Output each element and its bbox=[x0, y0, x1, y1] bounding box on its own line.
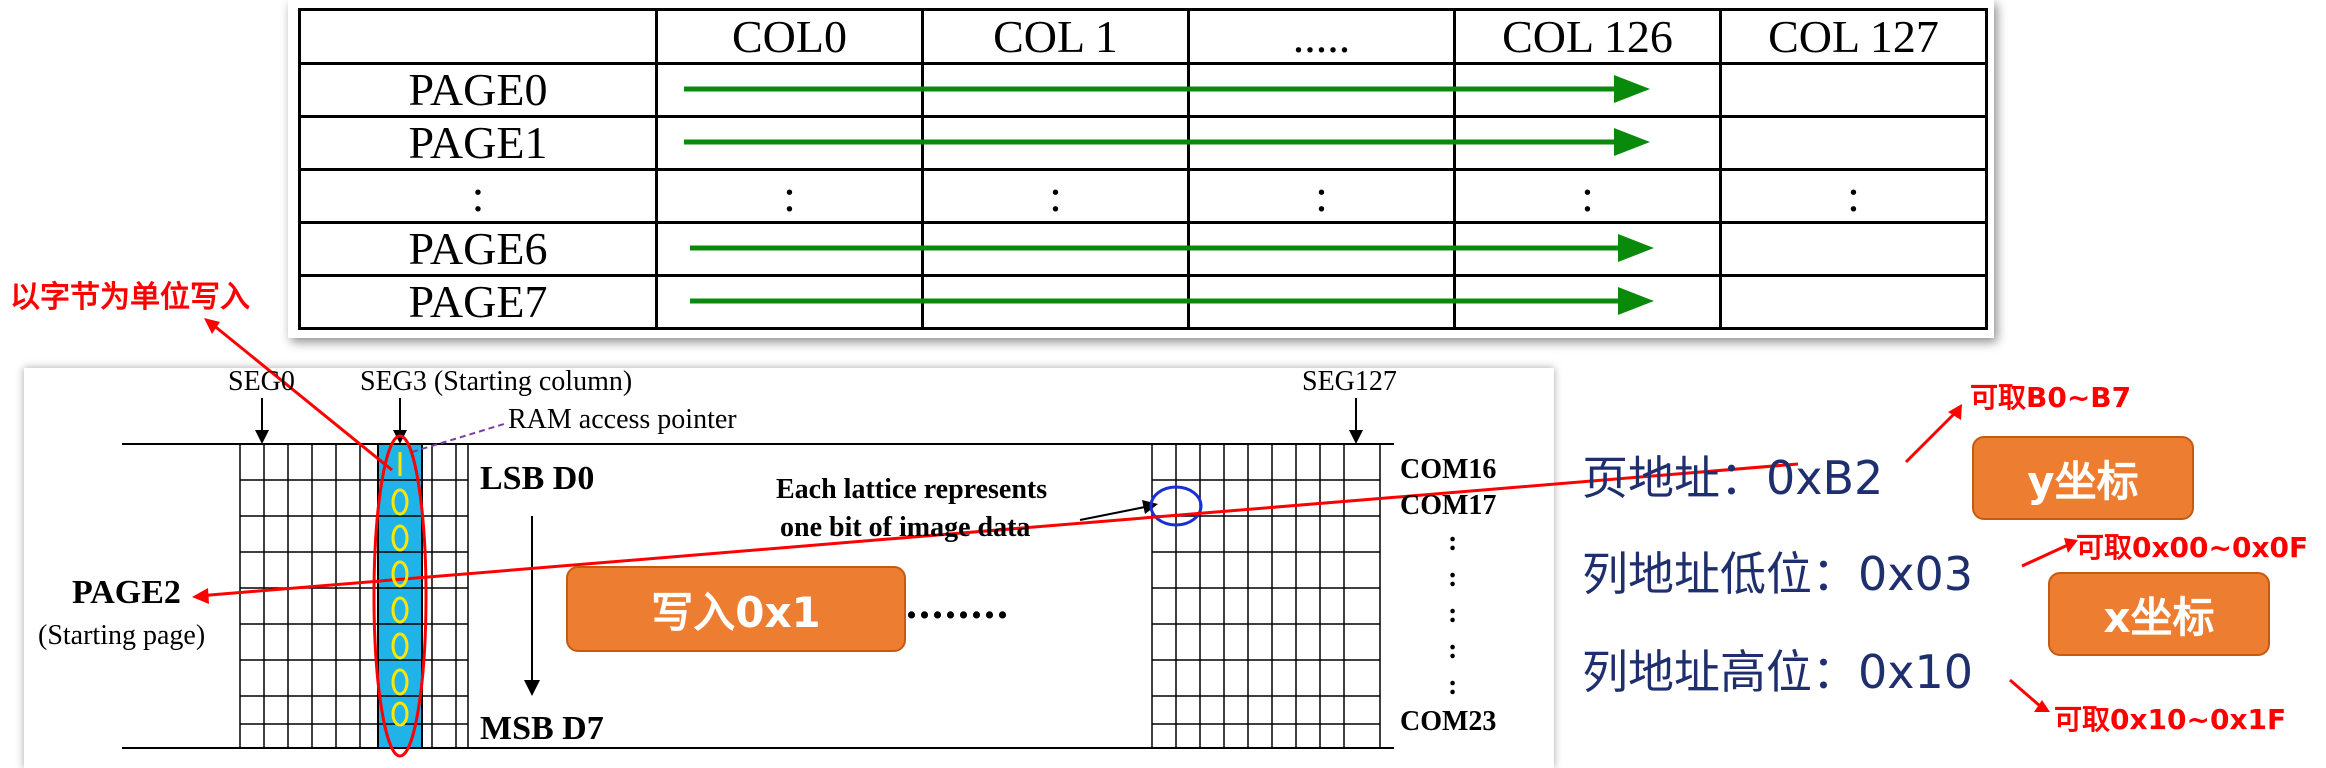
seg127-label: SEG127 bbox=[1302, 366, 1397, 397]
row-label-page6: PAGE6 bbox=[298, 221, 658, 277]
page-address-text: 页地址：0xB2 bbox=[1582, 451, 1884, 505]
page-column-table-panel: COL0 COL 1 ..... COL 126 COL 127 PAGE0 P… bbox=[288, 0, 1994, 338]
dots-cell: : bbox=[921, 168, 1190, 224]
msb-label: MSB D7 bbox=[480, 710, 604, 747]
y-coordinate-box: y坐标 bbox=[1972, 436, 2194, 520]
header-col127: COL 127 bbox=[1719, 8, 1988, 65]
row-scan-arrows bbox=[684, 75, 1654, 315]
header-ellipsis: ..... bbox=[1187, 8, 1456, 65]
write-value-box: 写入0x1 bbox=[566, 566, 906, 652]
row-label-page0: PAGE0 bbox=[298, 62, 658, 118]
column-low-address-text: 列地址低位：0x03 bbox=[1582, 547, 1974, 601]
row-page1-cell bbox=[1719, 115, 1988, 171]
byte-write-note: 以字节为单位写入 bbox=[10, 280, 250, 315]
page1-arrowhead bbox=[1614, 128, 1650, 156]
com-label: COM23 bbox=[1400, 706, 1497, 737]
page-range-note: 可取B0~B7 bbox=[1970, 381, 2132, 414]
lattice-caption-line2: one bit of image data bbox=[780, 512, 1031, 543]
page-address-pointer-line bbox=[197, 462, 1799, 598]
left-grid bbox=[239, 444, 469, 748]
columns-ellipsis: ........ bbox=[906, 579, 1010, 628]
right-grid bbox=[1151, 444, 1381, 748]
com-label: : bbox=[1448, 634, 1458, 665]
com-label: : bbox=[1448, 562, 1458, 593]
row-page7-cell bbox=[1719, 274, 1988, 330]
lattice-pointer-arrow bbox=[1079, 505, 1151, 521]
dots-cell: : bbox=[1453, 168, 1722, 224]
dots-cell: : bbox=[1719, 168, 1988, 224]
seg3-label: SEG3 (Starting column) bbox=[360, 366, 633, 397]
column-low-range-note: 可取0x00~0x0F bbox=[2076, 531, 2309, 564]
row-page0-cell bbox=[1719, 62, 1988, 118]
lattice-caption-line1: Each lattice represents bbox=[776, 474, 1048, 505]
lattice-bit-ellipse bbox=[1149, 485, 1203, 527]
range-high-arrow bbox=[2009, 678, 2041, 708]
row-page6-cell bbox=[1719, 221, 1988, 277]
row-label-dots: : bbox=[298, 168, 658, 224]
dots-cell: : bbox=[1187, 168, 1456, 224]
lsb-label: LSB D0 bbox=[480, 460, 595, 497]
column-high-range-note: 可取0x10~0x1F bbox=[2054, 703, 2287, 736]
page2-label: PAGE2 bbox=[72, 574, 181, 611]
range-b-arrow bbox=[1904, 410, 1958, 464]
column-high-address-text: 列地址高位：0x10 bbox=[1582, 645, 1974, 699]
row-label-page7: PAGE7 bbox=[298, 274, 658, 330]
byte-column-ellipse bbox=[372, 434, 428, 758]
dots-cell: : bbox=[655, 168, 924, 224]
row-label-page1: PAGE1 bbox=[298, 115, 658, 171]
header-col1: COL 1 bbox=[921, 8, 1190, 65]
ram-pointer-dashed-line bbox=[411, 423, 505, 453]
ram-pointer-label: RAM access pointer bbox=[508, 404, 737, 435]
header-col126: COL 126 bbox=[1453, 8, 1722, 65]
com-label: COM16 bbox=[1400, 454, 1497, 485]
range-low-arrow bbox=[2021, 542, 2071, 568]
page-column-table: COL0 COL 1 ..... COL 126 COL 127 PAGE0 P… bbox=[298, 8, 1988, 330]
starting-page-label: (Starting page) bbox=[38, 620, 206, 651]
page0-arrowhead bbox=[1614, 75, 1650, 103]
page6-arrowhead bbox=[1618, 234, 1654, 262]
header-col0: COL0 bbox=[655, 8, 924, 65]
com-label: : bbox=[1448, 670, 1458, 701]
table-corner-cell bbox=[298, 8, 658, 65]
page7-arrowhead bbox=[1618, 287, 1654, 315]
com-labels: COM16 COM17 : : : : : COM23 bbox=[1400, 452, 1496, 740]
com-label: : bbox=[1448, 526, 1458, 557]
seg0-label: SEG0 bbox=[228, 366, 295, 397]
byte-write-pointer-line bbox=[211, 322, 393, 472]
handwritten-bits bbox=[391, 452, 409, 727]
seg3-highlight-column bbox=[377, 443, 423, 749]
com-label: : bbox=[1448, 598, 1458, 629]
x-coordinate-box: x坐标 bbox=[2048, 572, 2270, 656]
com-label: COM17 bbox=[1400, 490, 1497, 521]
